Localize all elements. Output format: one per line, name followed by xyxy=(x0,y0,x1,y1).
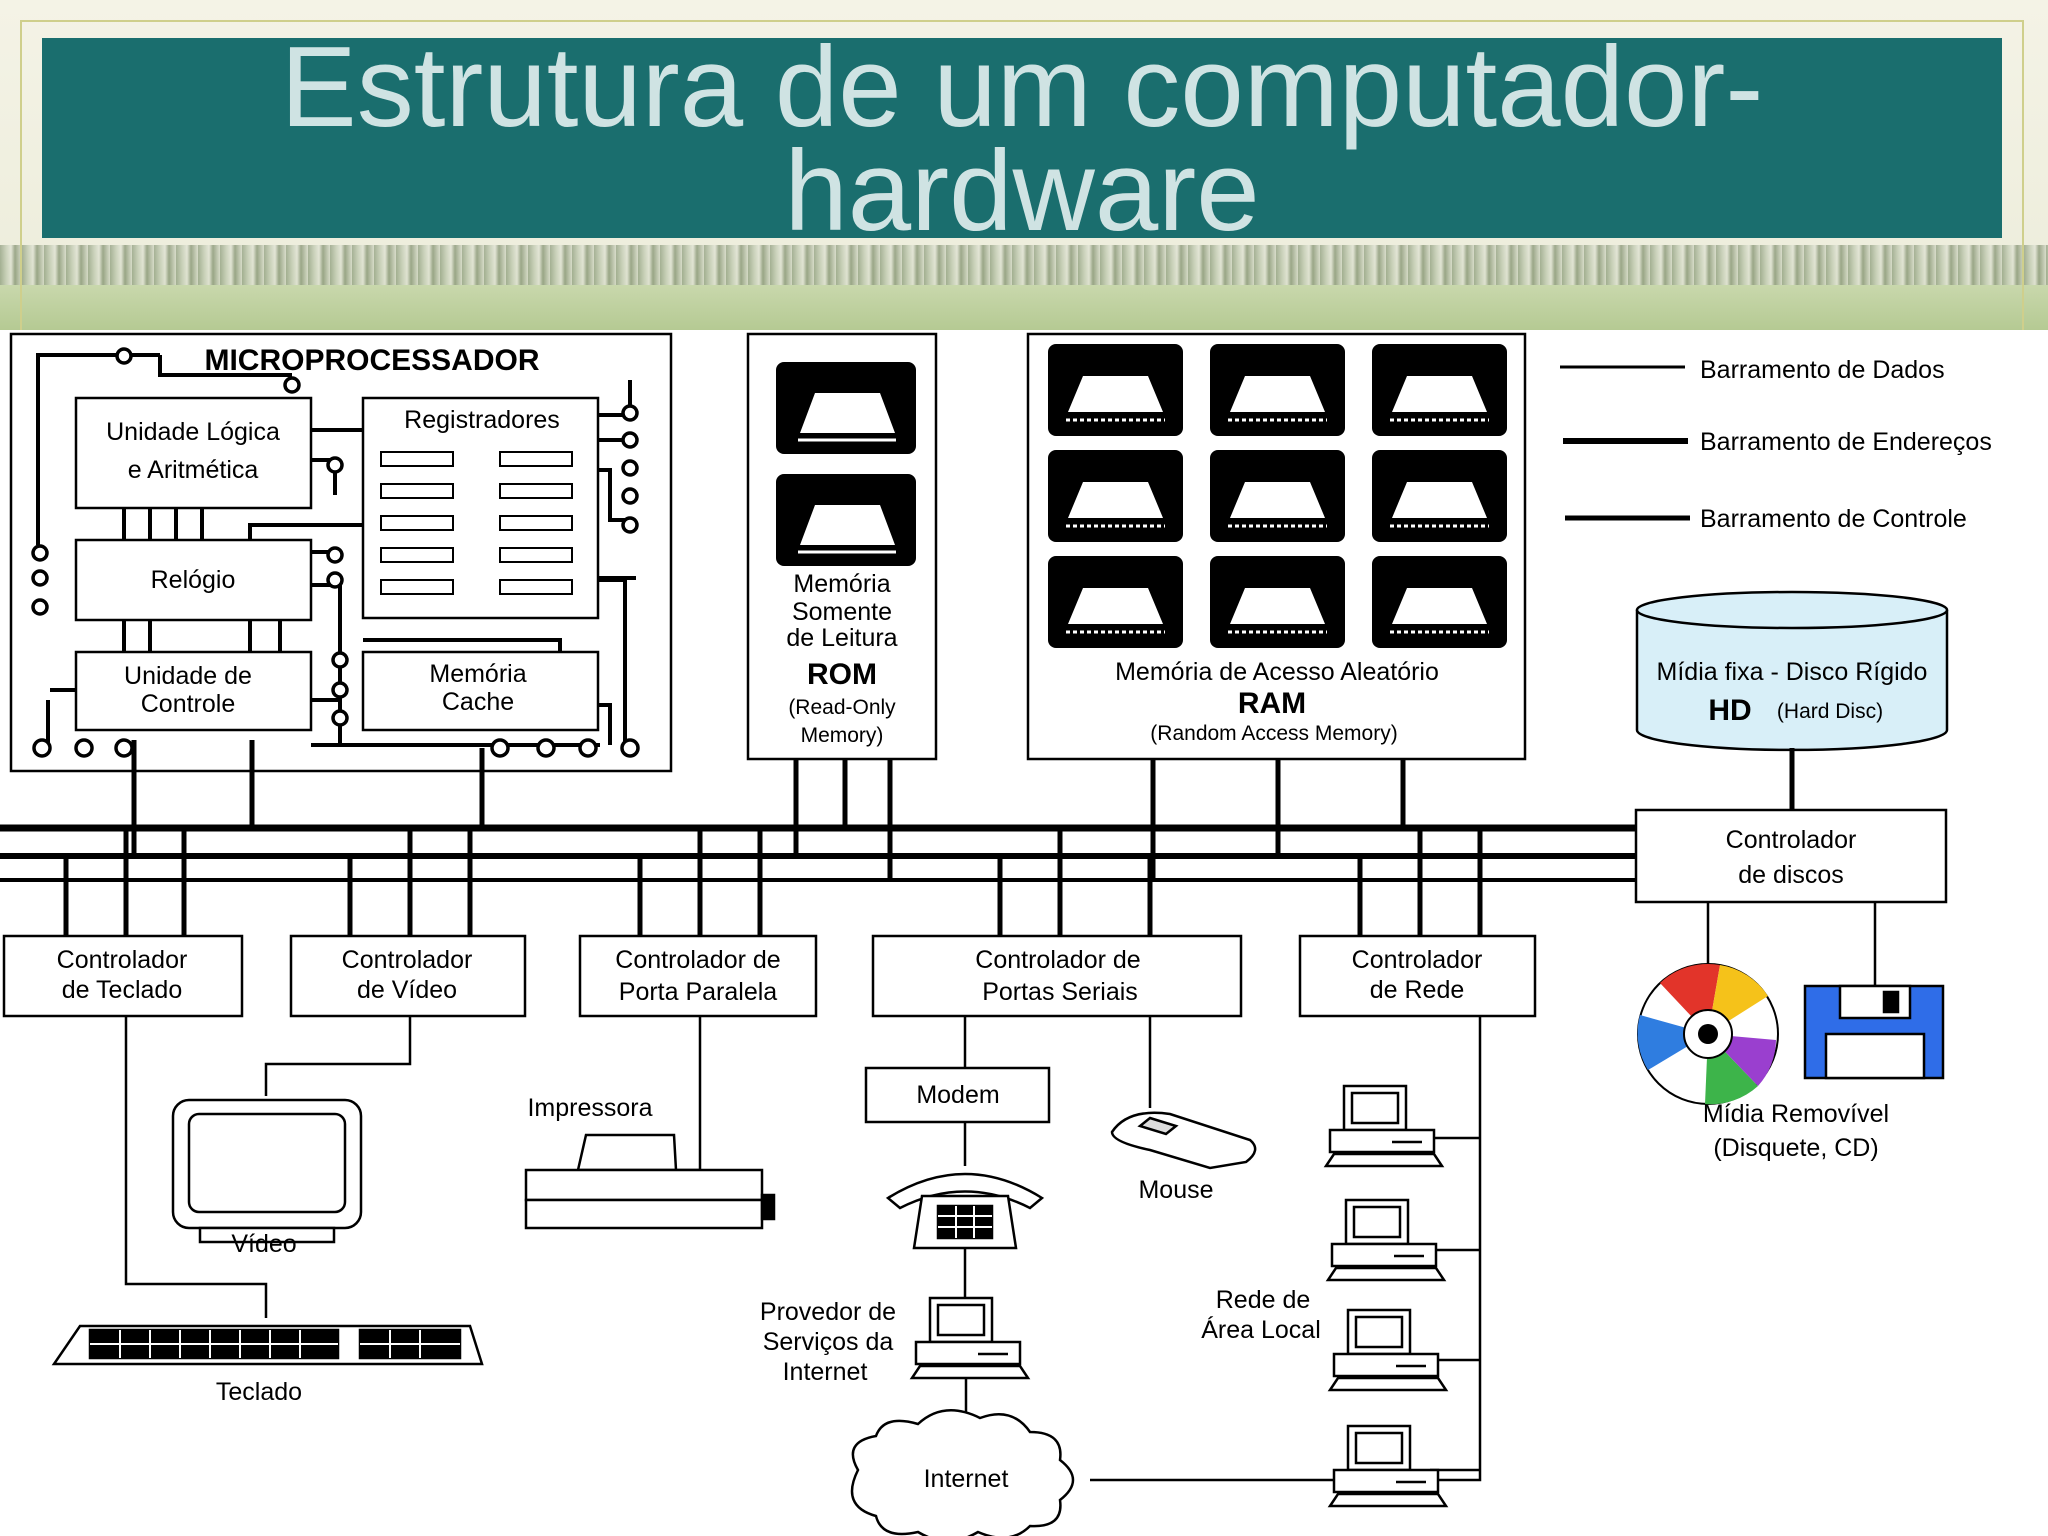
cache-label-2: Cache xyxy=(442,688,514,716)
isp-label-2: Serviços da xyxy=(763,1328,894,1356)
computer-icon xyxy=(1327,1308,1449,1392)
lan-label-1: Rede de xyxy=(1216,1286,1311,1314)
rom-name: ROM xyxy=(807,658,877,691)
ram-block xyxy=(1026,332,1527,761)
registers-label: Registradores xyxy=(404,406,560,434)
mouse-icon xyxy=(1110,1111,1257,1170)
ram-chip-icon xyxy=(1210,556,1345,648)
keyboard-label: Teclado xyxy=(216,1378,302,1406)
legend-address-bus: Barramento de Endereços xyxy=(1700,428,1992,456)
hd-name: HD xyxy=(1708,694,1751,727)
ram-desc: Memória de Acesso Aleatório xyxy=(1115,658,1439,686)
rom-sub-1: (Read-Only xyxy=(788,696,896,719)
network-controller-label-1: Controlador xyxy=(1352,946,1483,974)
disk-controller-label-1: Controlador xyxy=(1726,826,1857,854)
system-bus xyxy=(0,740,1795,936)
hd-sub: (Hard Disc) xyxy=(1777,700,1883,723)
rom-block xyxy=(746,332,938,761)
kb-controller-label-1: Controlador xyxy=(57,946,188,974)
control-unit-label-1: Unidade de xyxy=(124,662,252,690)
serial-controller-label-2: Portas Seriais xyxy=(982,978,1138,1006)
parallel-controller-label-1: Controlador de xyxy=(615,946,780,974)
title-banner xyxy=(42,38,2002,238)
title-line-2: hardware xyxy=(784,128,1260,247)
internet-label: Internet xyxy=(924,1465,1009,1493)
printer-label: Impressora xyxy=(527,1094,652,1122)
removable-label-2: (Disquete, CD) xyxy=(1713,1134,1878,1162)
ram-chip-icon xyxy=(1372,450,1507,542)
printer-icon xyxy=(524,1133,776,1230)
serial-controller-label-1: Controlador de xyxy=(975,946,1140,974)
video-label: Vídeo xyxy=(231,1230,296,1258)
title-line-1: Estrutura de um computador- xyxy=(280,36,1764,151)
ram-chip-icon xyxy=(1048,344,1183,436)
keyboard-icon xyxy=(51,1324,484,1366)
video-controller-label-2: de Vídeo xyxy=(357,976,457,1004)
ram-sub: (Random Access Memory) xyxy=(1150,722,1397,745)
isp-label-3: Internet xyxy=(783,1358,868,1386)
floppy-disk-icon xyxy=(1803,984,1945,1080)
internet-cloud-icon xyxy=(850,1409,1075,1536)
lan-label-2: Área Local xyxy=(1201,1315,1321,1344)
rom-label-3: de Leitura xyxy=(786,624,897,652)
ram-chip-icon xyxy=(1372,344,1507,436)
microprocessor-block xyxy=(9,332,673,773)
page-title: Estrutura de um computador- hardware xyxy=(42,36,2002,246)
alu-label-2: e Aritmética xyxy=(128,456,259,484)
ram-chip-icon xyxy=(1210,344,1345,436)
controllers xyxy=(2,808,1948,1018)
computer-icon xyxy=(1323,1084,1445,1168)
alu-label-1: Unidade Lógica xyxy=(106,418,280,446)
ram-chip-icon xyxy=(1372,556,1507,648)
bus-legend xyxy=(1560,365,1690,521)
cd-icon xyxy=(1637,963,1779,1105)
modem-label: Modem xyxy=(916,1081,999,1109)
parallel-controller-label-2: Porta Paralela xyxy=(619,978,778,1006)
isp-computer-icon xyxy=(909,1296,1031,1380)
decorative-strip xyxy=(0,245,2048,285)
ram-name: RAM xyxy=(1238,687,1306,720)
legend-control-bus: Barramento de Controle xyxy=(1700,505,1967,533)
rom-label-2: Somente xyxy=(792,598,892,626)
monitor-icon xyxy=(171,1098,363,1244)
modem-box xyxy=(864,1066,1051,1124)
clock-label: Relógio xyxy=(151,566,236,594)
cache-label-1: Memória xyxy=(429,660,526,688)
rom-sub-2: Memory) xyxy=(801,724,884,747)
ram-chip-icons xyxy=(1048,344,1507,648)
ram-chip-icon xyxy=(1048,556,1183,648)
mouse-label: Mouse xyxy=(1138,1176,1213,1204)
isp-label-1: Provedor de xyxy=(760,1298,896,1326)
network-controller-label-2: de Rede xyxy=(1370,976,1465,1004)
hard-disk-icon xyxy=(1635,590,1949,752)
video-controller-label-1: Controlador xyxy=(342,946,473,974)
telephone-icon xyxy=(885,1172,1045,1250)
hd-label: Mídia fixa - Disco Rígido xyxy=(1657,658,1928,686)
computer-icon xyxy=(909,1296,1031,1380)
disk-controller-label-2: de discos xyxy=(1738,861,1844,889)
removable-label-1: Mídia Removível xyxy=(1703,1100,1889,1128)
lan-computer-icons xyxy=(1323,1084,1449,1508)
ram-chip-icon xyxy=(1048,450,1183,542)
legend-data-bus: Barramento de Dados xyxy=(1700,356,1945,384)
computer-icon xyxy=(1325,1198,1447,1282)
ram-chip-icon xyxy=(1210,450,1345,542)
control-unit-label-2: Controle xyxy=(141,690,236,718)
rom-label-1: Memória xyxy=(793,570,890,598)
microprocessor-title: MICROPROCESSADOR xyxy=(204,344,539,377)
hardware-diagram: MICROPROCESSADOR Unidade Lógica e Aritmé… xyxy=(0,330,2048,1536)
rom-chip-icon xyxy=(776,362,916,566)
computer-icon xyxy=(1327,1424,1449,1508)
kb-controller-label-2: de Teclado xyxy=(62,976,182,1004)
